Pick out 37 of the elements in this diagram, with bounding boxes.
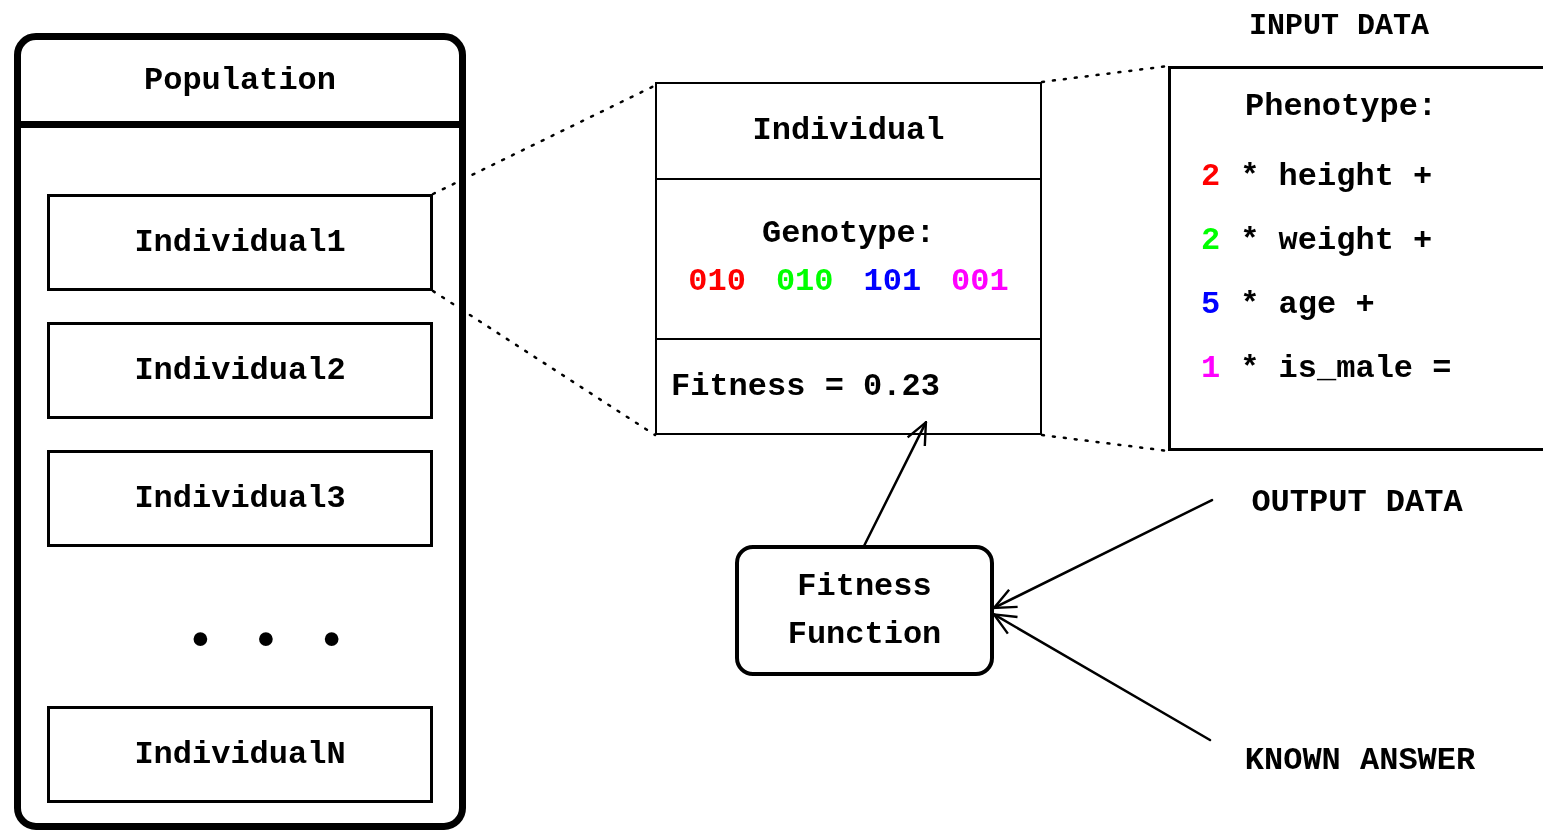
arrow — [863, 421, 928, 547]
node-text: Individual3 — [134, 478, 346, 519]
term-text: * is_male = — [1240, 349, 1452, 389]
coefficient: 2 — [1201, 221, 1221, 261]
node-text: Individual1 — [134, 222, 346, 263]
gene-code: 010 — [688, 262, 746, 302]
arrow — [992, 613, 1212, 742]
dotted-line — [431, 289, 657, 437]
node-box — [735, 545, 994, 676]
node-text: Fitness = 0.23 — [671, 366, 940, 407]
gene-code: 001 — [951, 262, 1009, 302]
node-box — [47, 706, 433, 803]
coefficient: 2 — [1201, 157, 1221, 197]
node-text: KNOWN ANSWER — [1244, 741, 1476, 781]
heading-text: Phenotype: — [1245, 88, 1438, 125]
term-text: * age + — [1240, 285, 1375, 325]
gene-code: 010 — [775, 262, 834, 302]
ellipsis-text: • • • — [186, 615, 351, 669]
node-box — [47, 450, 433, 547]
node-text: Individual2 — [134, 350, 346, 391]
node-text: IndividualN — [134, 734, 346, 775]
caption-text: INPUT DATA — [1249, 9, 1430, 43]
node-box — [655, 82, 1042, 435]
coefficient: 5 — [1201, 285, 1221, 325]
heading-text: Individual — [752, 111, 945, 151]
gene-code: 101 — [863, 262, 922, 302]
term-text: * height + — [1240, 157, 1433, 197]
node-text: OUTPUT DATA — [1251, 483, 1463, 523]
population-container — [14, 33, 466, 830]
arrow — [992, 498, 1214, 610]
coefficient: 1 — [1201, 349, 1221, 389]
node-text: Fitness Function — [786, 566, 943, 655]
heading-text: Population — [144, 60, 336, 101]
node-box — [47, 194, 433, 291]
term-text: * weight + — [1240, 221, 1433, 261]
heading-text: Genotype: — [762, 214, 935, 254]
node-box — [47, 322, 433, 419]
